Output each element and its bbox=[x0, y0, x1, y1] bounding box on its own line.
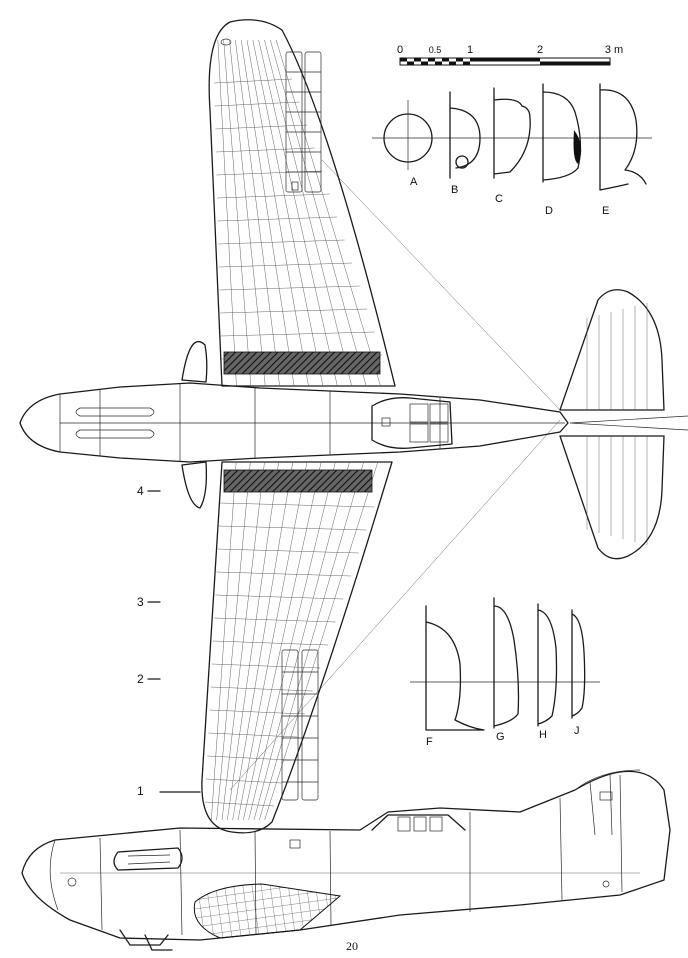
scale-checker bbox=[456, 58, 463, 62]
lower-wing bbox=[201, 461, 393, 834]
structure-line bbox=[217, 216, 338, 222]
section-label-a: A bbox=[410, 176, 418, 188]
station-label-1: 1 bbox=[137, 784, 144, 798]
structure-line bbox=[214, 78, 293, 84]
upper-wing bbox=[208, 19, 396, 387]
section-label-d: D bbox=[545, 205, 553, 217]
fuselage-plan bbox=[19, 382, 569, 463]
scale-checker bbox=[442, 58, 449, 62]
section-label-g: G bbox=[496, 731, 505, 743]
structure-line bbox=[208, 732, 298, 738]
lower-tailplane bbox=[559, 435, 665, 560]
fuselage-side bbox=[21, 770, 671, 941]
structure-line bbox=[215, 147, 315, 153]
structure-line bbox=[217, 193, 330, 199]
structure-line bbox=[235, 39, 280, 387]
structure-line bbox=[214, 617, 336, 623]
scale-checker bbox=[400, 58, 407, 62]
section-label-b: B bbox=[451, 184, 458, 196]
scale-tick-label: 1 bbox=[467, 44, 473, 56]
section-label-c: C bbox=[495, 193, 503, 205]
section-label-e: E bbox=[602, 205, 609, 217]
wing-sections: F G H J bbox=[410, 597, 600, 748]
structure-line bbox=[218, 262, 353, 268]
scale-tick-label: 2 bbox=[537, 44, 543, 56]
structure-line bbox=[243, 461, 322, 821]
scale-checker bbox=[449, 61, 456, 65]
structure-line bbox=[259, 461, 364, 821]
structure-line bbox=[214, 101, 300, 107]
scale-checker bbox=[407, 61, 414, 65]
scale-tick-label: 3 m bbox=[605, 44, 623, 56]
scale-checker bbox=[540, 61, 610, 65]
structure-line bbox=[216, 170, 323, 176]
structure-line bbox=[232, 461, 294, 821]
structure-line bbox=[218, 239, 345, 245]
section-label-h: H bbox=[539, 729, 547, 741]
structure-line bbox=[252, 39, 324, 387]
structure-line bbox=[204, 801, 275, 807]
station-label-3: 3 bbox=[137, 595, 144, 609]
structure-line bbox=[216, 571, 352, 577]
upper-wing-ribs bbox=[214, 39, 383, 387]
structure-line bbox=[264, 461, 379, 821]
scale-checker bbox=[428, 58, 435, 62]
structure-line bbox=[248, 461, 336, 821]
station-label-2: 2 bbox=[137, 672, 144, 686]
upper-tailplane bbox=[559, 289, 665, 411]
structure-line bbox=[210, 686, 313, 692]
structure-line bbox=[215, 124, 308, 130]
side-wing bbox=[193, 883, 342, 939]
lower-wing-ribs bbox=[204, 461, 379, 821]
scale-checker bbox=[421, 61, 428, 65]
structure-line bbox=[227, 461, 279, 821]
structure-line bbox=[219, 285, 360, 291]
side-view bbox=[21, 769, 671, 951]
structure-line bbox=[240, 39, 295, 387]
tailplane-ribs bbox=[586, 303, 648, 545]
structure-line bbox=[206, 778, 282, 784]
scale-checker bbox=[414, 58, 421, 62]
structure-line bbox=[220, 331, 375, 337]
structure-line bbox=[209, 709, 305, 715]
structure-line bbox=[275, 39, 381, 387]
structure-line bbox=[207, 755, 290, 761]
wing-stations: 4 3 2 1 bbox=[137, 484, 161, 798]
scale-tick-label: 0.5 bbox=[429, 45, 442, 55]
scale-checker bbox=[435, 61, 442, 65]
scale-bar: 0 0.5 1 2 3 m bbox=[397, 44, 623, 66]
structure-line bbox=[215, 594, 344, 600]
structure-line bbox=[216, 461, 251, 821]
scale-bar-ticks: 0 0.5 1 2 3 m bbox=[397, 44, 623, 56]
structure-line bbox=[229, 39, 266, 387]
structure-line bbox=[220, 308, 368, 314]
lower-flap-bays bbox=[281, 649, 319, 801]
scale-bar-checkers bbox=[400, 58, 610, 65]
plan-view bbox=[19, 19, 688, 834]
page-number: 20 bbox=[346, 939, 358, 953]
structure-line bbox=[218, 525, 367, 531]
station-label-4: 4 bbox=[137, 484, 144, 498]
section-label-f: F bbox=[426, 736, 433, 748]
structure-line bbox=[258, 39, 338, 387]
structure-line bbox=[217, 548, 359, 554]
fuselage-sections: A B C D E bbox=[372, 83, 652, 217]
structure-line bbox=[253, 461, 350, 821]
structure-line bbox=[264, 39, 352, 387]
upper-flap-bays bbox=[285, 51, 322, 193]
scale-tick-label: 0 bbox=[397, 44, 403, 56]
structure-line bbox=[246, 39, 309, 387]
structure-line bbox=[217, 39, 237, 387]
scale-checker bbox=[463, 61, 470, 65]
structure-line bbox=[211, 461, 237, 821]
structure-line bbox=[212, 640, 329, 646]
structure-line bbox=[237, 461, 308, 821]
structure-line bbox=[221, 461, 265, 821]
section-label-j: J bbox=[574, 725, 580, 737]
scale-checker bbox=[470, 58, 540, 62]
structure-line bbox=[219, 502, 375, 508]
structure-line bbox=[223, 39, 252, 387]
